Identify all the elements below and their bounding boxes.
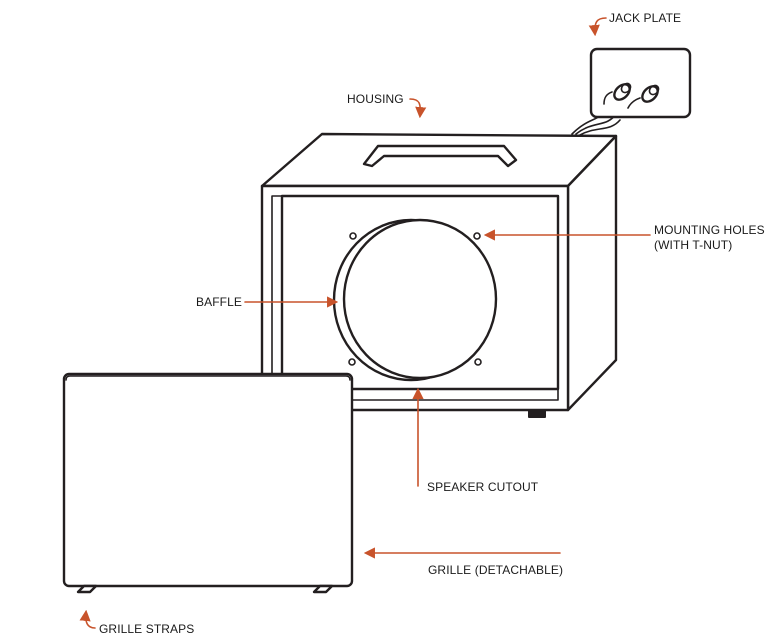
label-grille: GRILLE (DETACHABLE) [428,563,563,577]
label-mounting-holes: MOUNTING HOLES [654,223,765,237]
label-jack-plate: JACK PLATE [609,11,681,25]
mounting-hole-icon [348,358,356,366]
handle-icon [362,144,518,168]
cabinet-foot [528,410,546,418]
housing-top [260,132,618,188]
speaker-cutout-icon [332,218,498,382]
grille-straps-arrow-icon [79,609,96,629]
jack-plate-arrow-icon [588,17,607,37]
mounting-holes [348,232,482,366]
mounting-hole-icon [474,358,482,366]
housing-side [566,134,618,412]
jack-plate-icon [589,47,692,119]
mounting-hole-icon [473,232,481,240]
label-grille-straps: GRILLE STRAPS [99,622,194,635]
callout-arrows [79,17,651,629]
grille-strap-icon [312,584,334,594]
label-mounting-holes-note: (WITH T-NUT) [654,238,732,252]
label-baffle: BAFFLE [196,295,242,309]
mounting-hole-icon [349,232,357,240]
label-speaker-cutout: SPEAKER CUTOUT [427,480,539,494]
grille-panel [62,372,354,594]
label-housing: HOUSING [347,92,404,106]
housing-arrow-icon [409,98,427,119]
plug-icon [627,84,660,109]
plug-icon [603,82,632,105]
grille-strap-icon [76,584,98,594]
